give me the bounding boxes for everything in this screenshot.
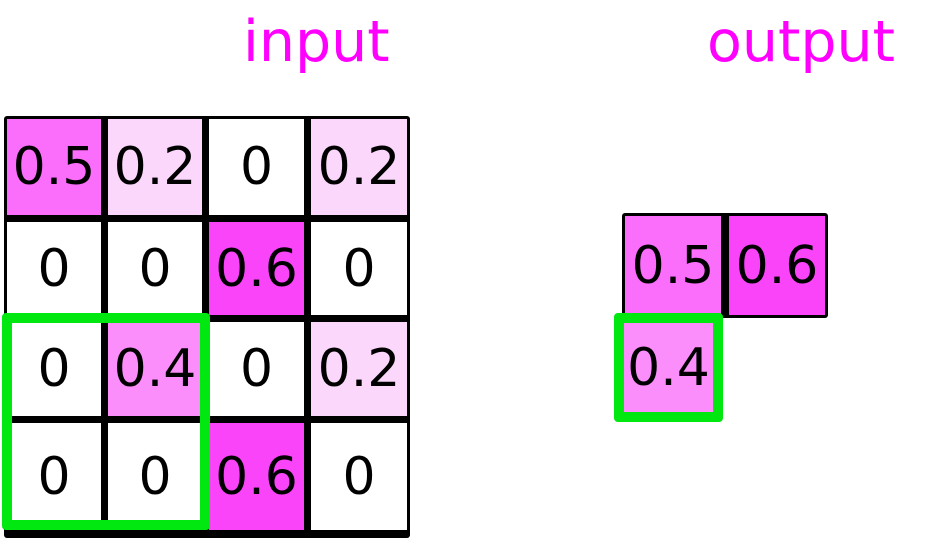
input-matrix-cell: 0: [7, 322, 101, 416]
output-cell-highlighted: 0.4: [614, 313, 723, 422]
panel-label-output: output: [707, 9, 896, 75]
output-matrix-cell: 0.6: [729, 216, 825, 315]
input-matrix-cell: 0: [7, 423, 101, 530]
output-matrix-cell: 0.5: [625, 216, 721, 315]
input-matrix-cell: 0: [209, 119, 304, 215]
input-matrix-cell: 0.2: [108, 119, 202, 215]
input-matrix-cell: 0.5: [7, 119, 101, 215]
input-matrix-cell: 0.2: [311, 119, 407, 215]
input-matrix-cell: 0: [311, 222, 407, 315]
input-matrix-cell: 0.6: [209, 423, 304, 530]
input-matrix-cell: 0: [311, 423, 407, 530]
panel-label-input: input: [243, 9, 390, 75]
input-matrix-cell: 0: [7, 222, 101, 315]
input-matrix-cell: 0.4: [108, 322, 202, 416]
input-matrix-cell: 0: [209, 322, 304, 416]
input-matrix-cell: 0.6: [209, 222, 304, 315]
input-matrix-cell: 0: [108, 222, 202, 315]
input-matrix-cell: 0.2: [311, 322, 407, 416]
input-matrix-cell: 0: [108, 423, 202, 530]
